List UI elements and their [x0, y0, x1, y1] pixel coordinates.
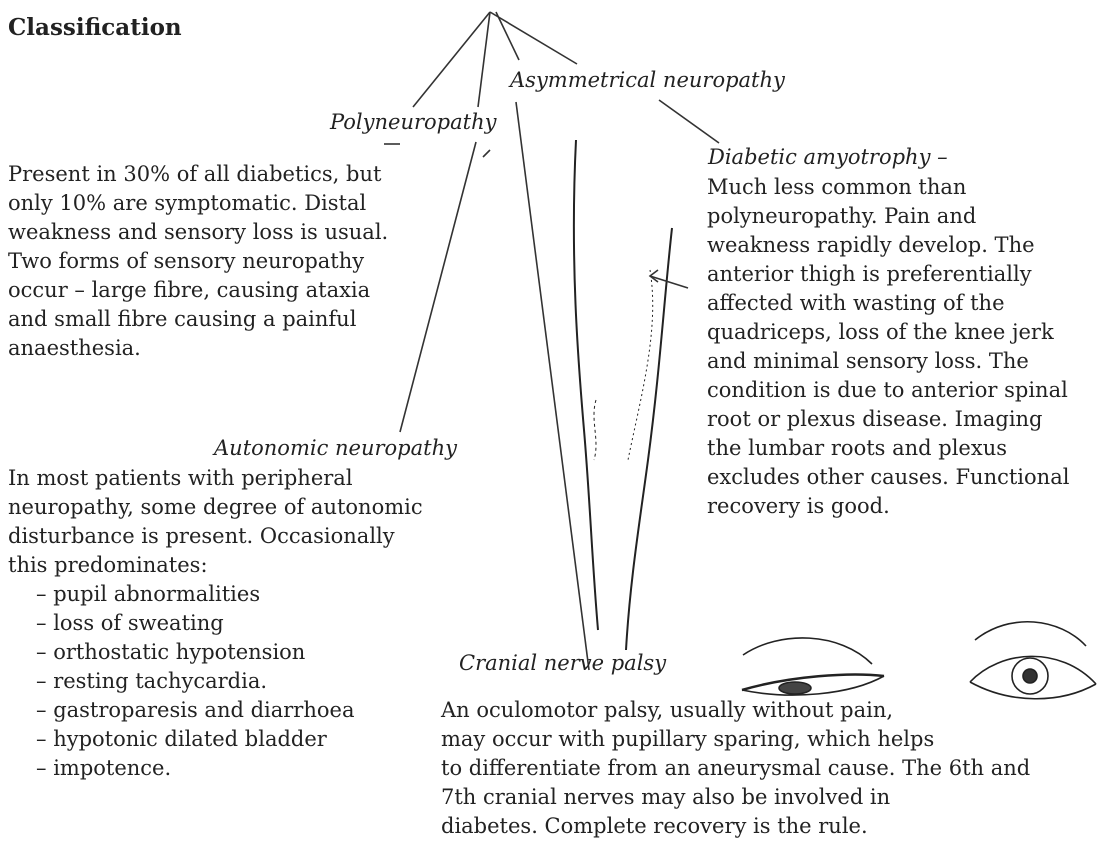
list-item: loss of sweating: [36, 609, 354, 638]
list-item: impotence.: [36, 754, 354, 783]
label-amyotrophy: Diabetic amyotrophy –: [708, 145, 948, 169]
leg-illustration: [572, 139, 673, 651]
line-to-autonomic: [399, 141, 477, 433]
autonomic-text: In most patients with peripheral neuropa…: [8, 466, 423, 577]
list-item: hypotonic dilated bladder: [36, 725, 354, 754]
line-to-amyotrophy: [658, 99, 720, 144]
label-polyneuropathy: Polyneuropathy: [330, 110, 497, 134]
polyneuropathy-text: Present in 30% of all diabetics, but onl…: [8, 162, 389, 360]
thigh-arrow: [648, 269, 689, 289]
list-item: resting tachycardia.: [36, 667, 354, 696]
label-autonomic: Autonomic neuropathy: [214, 436, 457, 460]
list-item: pupil abnormalities: [36, 580, 354, 609]
label-cranial: Cranial nerve palsy: [459, 651, 667, 675]
normal-eye-icon: [969, 621, 1097, 700]
list-item: gastroparesis and diarrhoea: [36, 696, 354, 725]
page-title: Classification: [8, 14, 182, 41]
amyotrophy-text: Much less common than polyneuropathy. Pa…: [707, 175, 1070, 518]
line-to-cranial: [515, 101, 590, 671]
autonomic-list: pupil abnormalities loss of sweating ort…: [36, 580, 354, 783]
cranial-text: An oculomotor palsy, usually without pai…: [441, 698, 1031, 838]
label-asymmetrical: Asymmetrical neuropathy: [510, 68, 785, 92]
list-item: orthostatic hypotension: [36, 638, 354, 667]
drooping-eye-icon: [741, 637, 885, 696]
